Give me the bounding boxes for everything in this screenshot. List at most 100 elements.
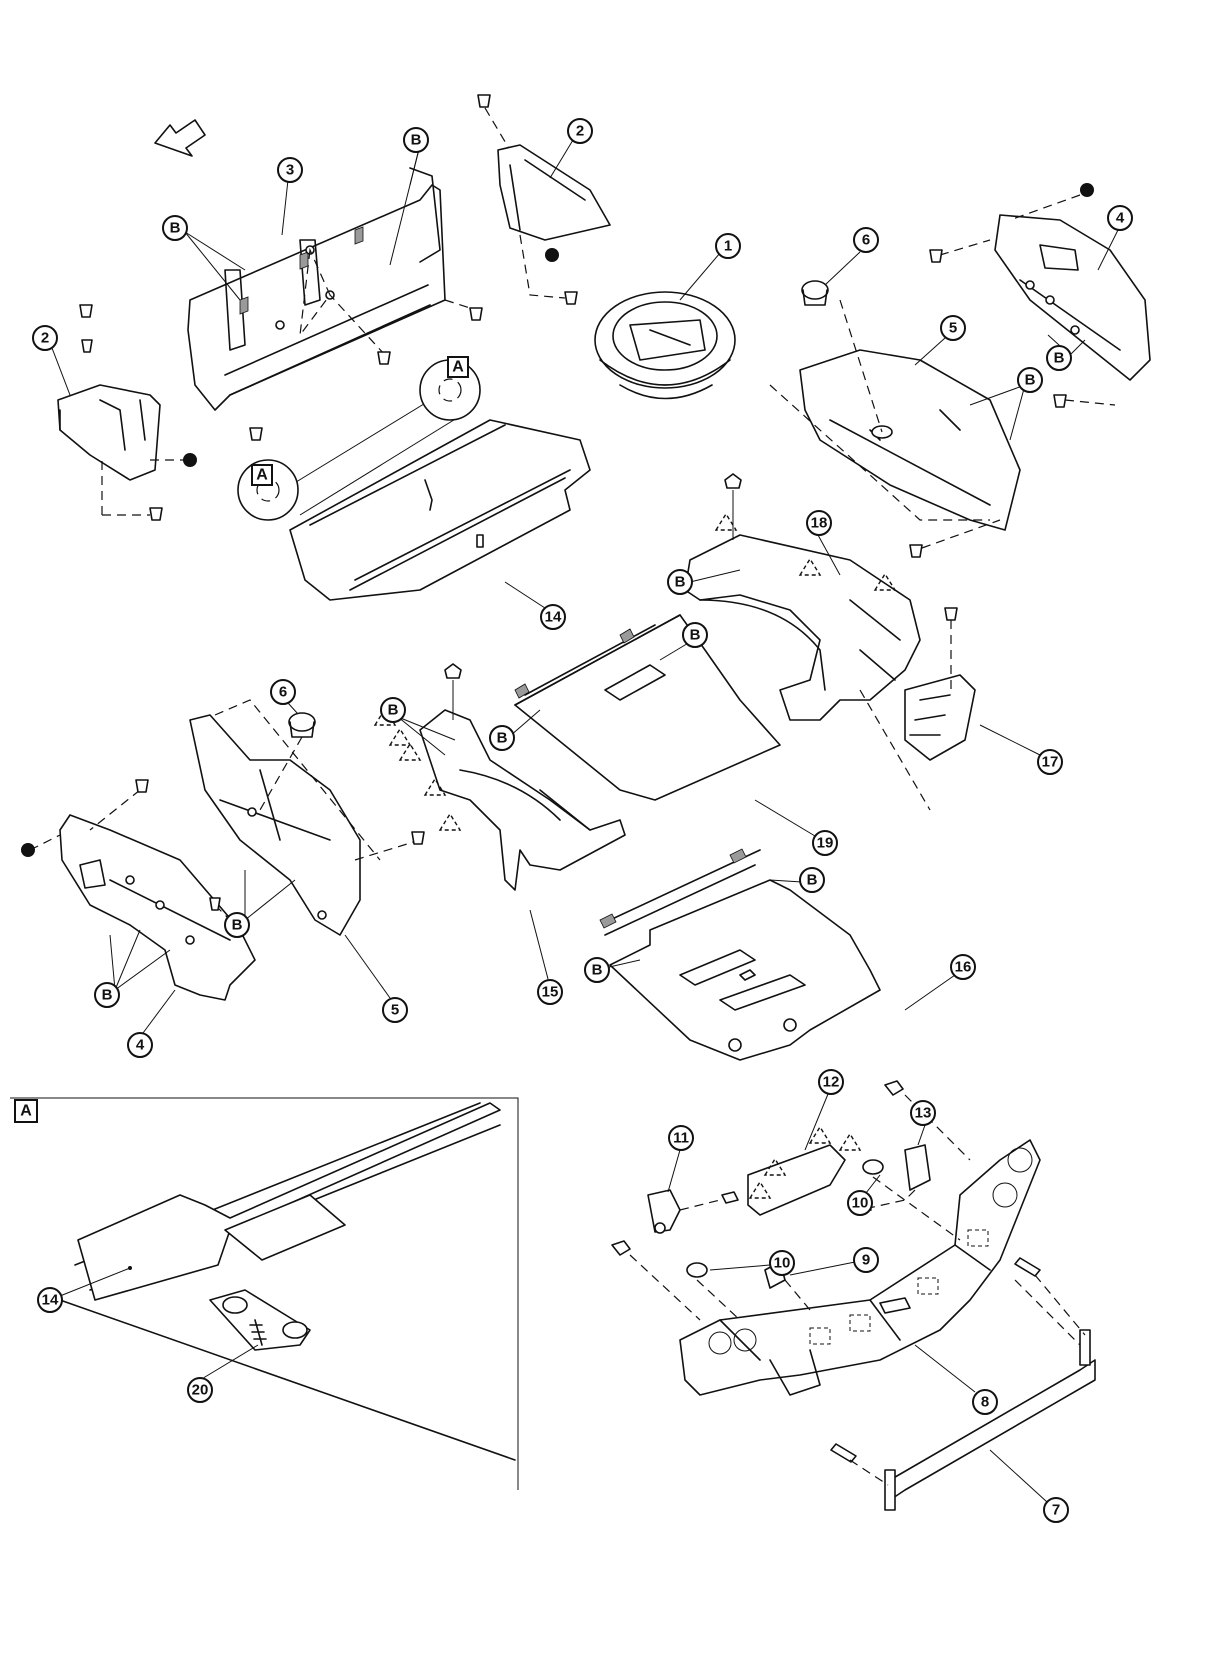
svg-text:6: 6 — [862, 232, 870, 249]
callout-11: 11 — [667, 1125, 694, 1193]
svg-text:18: 18 — [811, 515, 828, 532]
callout-2-left: 2 — [32, 325, 71, 396]
part-16-floor-pan — [599, 848, 881, 1061]
b-label: B — [224, 870, 296, 938]
svg-text:16: 16 — [955, 959, 972, 976]
tag-a-detail: A — [14, 1099, 38, 1123]
svg-text:B: B — [807, 872, 818, 889]
b-label: B — [659, 622, 708, 661]
callout-2-top: 2 — [549, 118, 593, 179]
svg-text:B: B — [675, 574, 686, 591]
callout-5-upper: 5 — [914, 315, 966, 366]
part-5-trim-upper — [769, 299, 1021, 558]
svg-text:11: 11 — [673, 1130, 689, 1147]
callout-16: 16 — [904, 954, 976, 1011]
callout-15: 15 — [529, 909, 563, 1005]
part-18-wheel-house — [684, 473, 921, 721]
svg-text:5: 5 — [949, 320, 957, 337]
callout-5-lower: 5 — [344, 934, 408, 1023]
svg-text:B: B — [497, 730, 508, 747]
b-label: B — [1046, 334, 1086, 371]
svg-text:B: B — [170, 220, 181, 237]
svg-text:10: 10 — [774, 1255, 791, 1272]
front-direction-arrow-icon — [154, 119, 206, 157]
callout-18: 18 — [806, 510, 841, 576]
callout-9: 9 — [789, 1247, 879, 1276]
svg-text:9: 9 — [862, 1252, 870, 1269]
part-10-clip-upper — [862, 1159, 961, 1241]
part-6-grommet-top — [801, 280, 829, 306]
svg-text:7: 7 — [1052, 1502, 1060, 1519]
callout-1: 1 — [679, 233, 741, 301]
callout-12: 12 — [804, 1069, 844, 1151]
svg-text:6: 6 — [279, 684, 287, 701]
callout-8: 8 — [914, 1344, 998, 1415]
part-14-floor-board — [282, 384, 591, 601]
svg-text:2: 2 — [41, 330, 49, 347]
callout-10-lower: 10 — [709, 1250, 795, 1276]
svg-text:5: 5 — [391, 1002, 399, 1019]
svg-text:B: B — [411, 132, 422, 149]
callout-4-right: 4 — [1097, 205, 1133, 271]
part-6-grommet-lower — [259, 712, 316, 811]
part-12-bracket — [747, 1125, 862, 1216]
svg-text:12: 12 — [823, 1074, 840, 1091]
b-label: B — [162, 215, 246, 301]
svg-text:B: B — [388, 702, 399, 719]
svg-text:B: B — [1054, 350, 1065, 367]
svg-text:14: 14 — [545, 609, 562, 626]
svg-text:10: 10 — [852, 1195, 869, 1212]
svg-text:17: 17 — [1042, 754, 1059, 771]
callout-10-upper: 10 — [847, 1174, 881, 1216]
svg-text:15: 15 — [542, 984, 559, 1001]
svg-text:3: 3 — [286, 162, 294, 179]
part-17-bracket — [859, 607, 976, 811]
b-label: B — [667, 569, 741, 595]
part-4-trim-right — [929, 183, 1151, 408]
part-7-reinforcement-bar — [830, 1257, 1096, 1511]
part-2-bracket-top — [477, 94, 611, 305]
callout-4-left: 4 — [127, 989, 176, 1058]
callout-14-detail: 14 — [37, 1287, 63, 1313]
svg-text:B: B — [102, 987, 113, 1004]
part-10-clip-lower — [686, 1262, 741, 1321]
svg-text:14: 14 — [42, 1292, 59, 1309]
svg-text:2: 2 — [576, 123, 584, 140]
callout-19: 19 — [754, 799, 838, 856]
part-3-rear-panel — [187, 167, 483, 441]
part-5-trim-lower — [189, 699, 425, 936]
svg-text:B: B — [232, 917, 243, 934]
tag-a-lower: A — [251, 464, 273, 486]
svg-text:19: 19 — [817, 835, 834, 852]
b-label: B — [969, 367, 1043, 441]
b-label: B — [489, 709, 541, 751]
b-label: B — [584, 957, 641, 983]
part-19-floor-carpet — [514, 614, 781, 801]
svg-text:B: B — [592, 962, 603, 979]
svg-text:A: A — [452, 359, 464, 376]
part-1-spare-tire — [594, 291, 736, 400]
part-11-bracket — [647, 1189, 739, 1234]
svg-text:13: 13 — [915, 1105, 932, 1122]
b-label: B — [389, 127, 429, 266]
svg-text:4: 4 — [1116, 210, 1125, 227]
b-label: B — [94, 929, 171, 1008]
callout-20: 20 — [187, 1377, 213, 1403]
svg-text:A: A — [256, 467, 268, 484]
svg-text:B: B — [690, 627, 701, 644]
callout-13: 13 — [910, 1100, 936, 1146]
svg-text:1: 1 — [724, 238, 732, 255]
svg-text:A: A — [20, 1103, 32, 1120]
svg-text:8: 8 — [981, 1394, 989, 1411]
part-2-bracket-left — [57, 304, 197, 521]
b-label: B — [380, 697, 456, 756]
detail-box-a — [10, 1097, 519, 1490]
tag-a-upper: A — [447, 356, 469, 378]
part-8-rear-bumper — [611, 1080, 1091, 1396]
b-label: B — [769, 867, 825, 893]
svg-text:20: 20 — [192, 1382, 209, 1399]
part-4-trim-left — [21, 779, 256, 1001]
callout-7: 7 — [989, 1449, 1069, 1523]
